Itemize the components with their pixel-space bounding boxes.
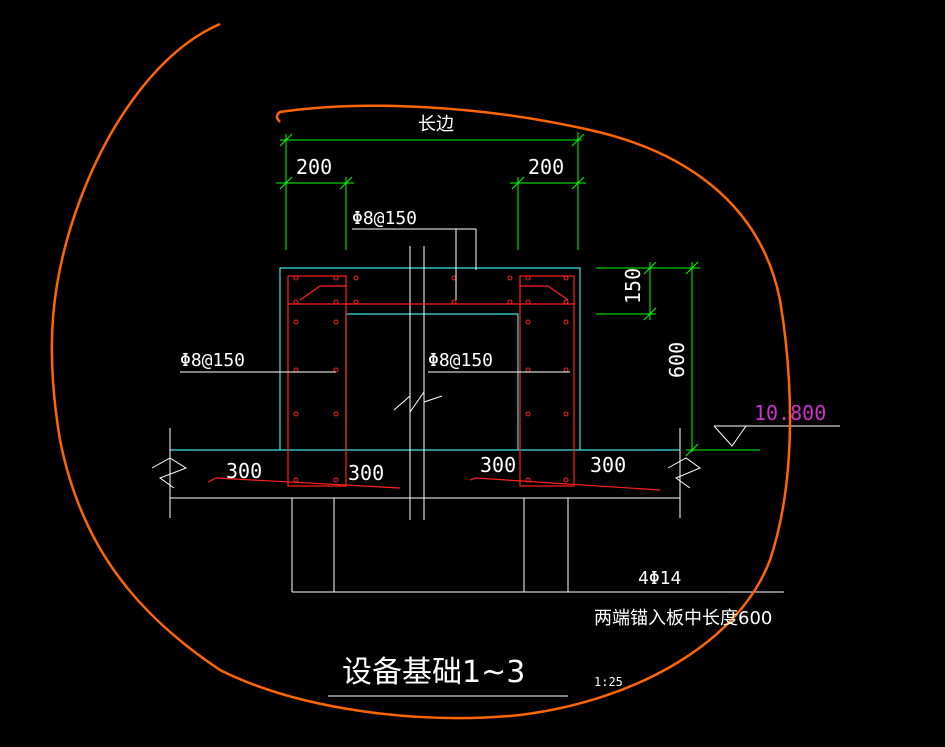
dim-bottom-300-4: 300 [590, 453, 626, 477]
dim-bottom-300-3: 300 [480, 453, 516, 477]
rebar-dots [293, 275, 569, 483]
dimension-lines [276, 132, 760, 457]
slab-lines [151, 246, 784, 593]
dim-left-200: 200 [296, 155, 332, 179]
leader-lines [180, 228, 570, 373]
main-bars-label: 4Φ14 [638, 568, 681, 589]
rebar-label-top: Φ8@150 [352, 208, 417, 229]
rebar-label-left: Φ8@150 [180, 350, 245, 371]
drawing-scale: 1:25 [594, 675, 623, 689]
markup-circle [50, 22, 792, 720]
dim-bottom-300-2: 300 [348, 461, 384, 485]
dim-height-600: 600 [665, 342, 689, 378]
dim-bottom-300-1: 300 [226, 459, 262, 483]
anchor-note: 两端锚入板中长度600 [594, 608, 772, 629]
dim-right-200: 200 [528, 155, 564, 179]
rebar-label-right: Φ8@150 [428, 350, 493, 371]
elevation-value: 10.800 [754, 401, 826, 425]
dim-long-side: 长边 [418, 114, 454, 135]
drawing-title: 设备基础1~3 [342, 655, 525, 690]
elevation-marker [713, 425, 840, 447]
dim-height-150: 150 [621, 268, 645, 304]
